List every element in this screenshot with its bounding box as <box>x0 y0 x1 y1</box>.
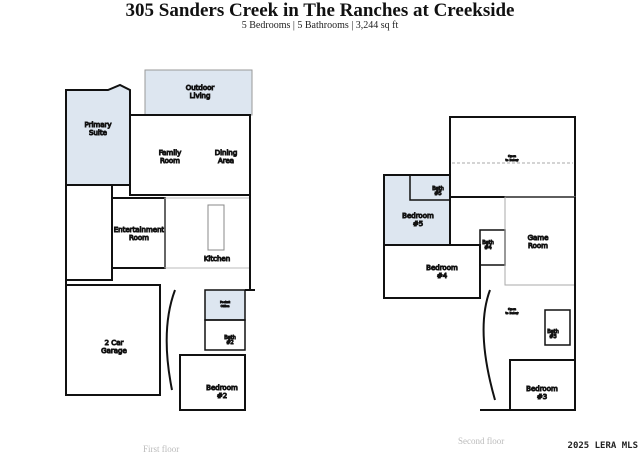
svg-text:Bath#5: Bath#5 <box>432 186 444 197</box>
svg-text:Bedroom#4: Bedroom#4 <box>426 264 458 280</box>
watermark: 2025 LERA MLS <box>567 441 638 451</box>
first-floor-label: First floor <box>143 444 180 454</box>
svg-text:Kitchen: Kitchen <box>204 255 230 263</box>
svg-text:Bedroom#5: Bedroom#5 <box>402 212 434 228</box>
outdoor-living-area <box>144 69 253 116</box>
bedroom-4-area <box>383 244 481 299</box>
page-title: 305 Sanders Creek in The Ranches at Cree… <box>125 0 515 21</box>
primary-bath-area <box>65 184 113 281</box>
svg-text:Bedroom#2: Bedroom#2 <box>206 384 238 400</box>
pocket-office-area <box>204 289 246 321</box>
svg-text:Bedroom#3: Bedroom#3 <box>526 385 558 401</box>
staircase-2 <box>482 289 496 401</box>
bath-2-area <box>204 319 246 351</box>
bedroom-2-area <box>179 354 246 411</box>
svg-text:Bath#2: Bath#2 <box>224 335 236 346</box>
staircase <box>165 289 176 391</box>
page-subtitle: 5 Bedrooms | 5 Bathrooms | 3,244 sq ft <box>241 20 399 31</box>
svg-text:Bath#4: Bath#4 <box>482 240 494 251</box>
second-floor-label: Second floor <box>458 436 505 446</box>
kitchen-island <box>207 204 225 251</box>
bedroom-5-area <box>383 174 451 246</box>
svg-text:Bath#3: Bath#3 <box>547 329 559 340</box>
bath-3-area <box>544 309 571 346</box>
bath-5-area <box>409 174 451 201</box>
